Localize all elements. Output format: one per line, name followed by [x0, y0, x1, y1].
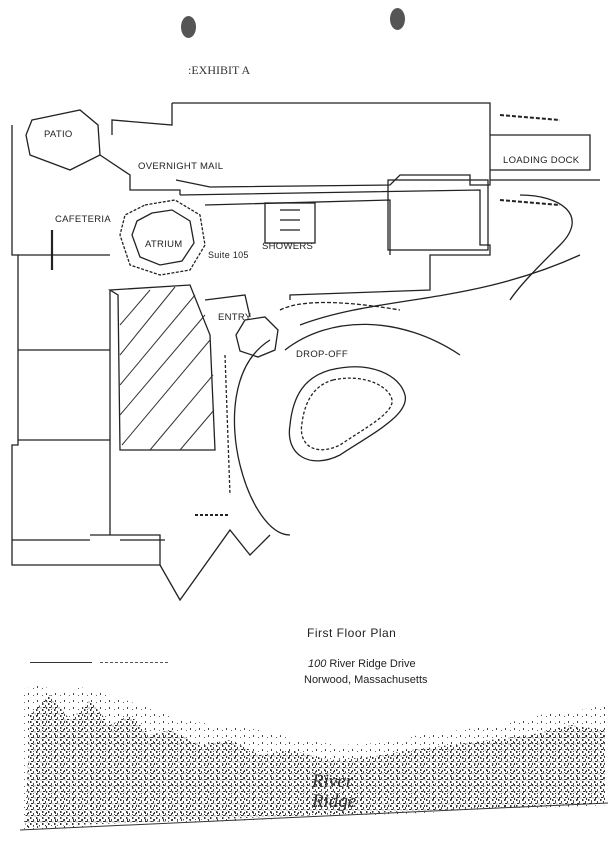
label-suite: Suite 105: [208, 250, 249, 260]
building-outline-left: [11, 125, 161, 566]
treeline-drawing: [19, 685, 608, 831]
address-line-1: 100 River Ridge Drive: [308, 658, 416, 670]
label-loading-dock: LOADING DOCK: [503, 155, 580, 166]
binder-hole-right: [390, 8, 405, 30]
floor-plan: PATIO OVERNIGHT MAIL LOADING DOCK CAFETE…: [0, 95, 608, 605]
exhibit-label: :EXHIBIT A: [188, 63, 251, 77]
label-entry: ENTRY: [218, 312, 252, 323]
logo-line-1: River: [312, 771, 354, 792]
patio-shape: [25, 109, 101, 171]
label-patio: PATIO: [44, 129, 73, 140]
dropoff-island: [288, 366, 406, 462]
drive-curve: [233, 339, 291, 536]
binder-hole-left: [181, 16, 196, 38]
scale-bar-dashed: [100, 662, 168, 663]
address-street: River Ridge Drive: [326, 658, 416, 670]
river-ridge-logo: River Ridge: [312, 772, 356, 812]
showers-block: [264, 202, 316, 244]
atrium-shape: [119, 199, 206, 276]
hatched-wing: [107, 284, 216, 451]
treeline-illustration: [0, 685, 608, 843]
label-drop-off: DROP-OFF: [296, 349, 349, 360]
entry-shape: [235, 316, 279, 358]
label-atrium: ATRIUM: [145, 239, 183, 250]
building-outline-bottom: [159, 528, 271, 602]
logo-line-2: Ridge: [312, 791, 357, 812]
floor-plan-drawing: [11, 102, 600, 602]
building-outline-top: [172, 102, 491, 188]
label-cafeteria: CAFETERIA: [55, 214, 112, 225]
scale-bar: [30, 662, 92, 663]
label-showers: SHOWERS: [262, 241, 314, 252]
address-line-2: Norwood, Massachusetts: [304, 674, 428, 686]
plan-title: First Floor Plan: [307, 626, 397, 640]
label-overnight-mail: OVERNIGHT MAIL: [138, 161, 224, 172]
address-number: 100: [308, 658, 327, 670]
